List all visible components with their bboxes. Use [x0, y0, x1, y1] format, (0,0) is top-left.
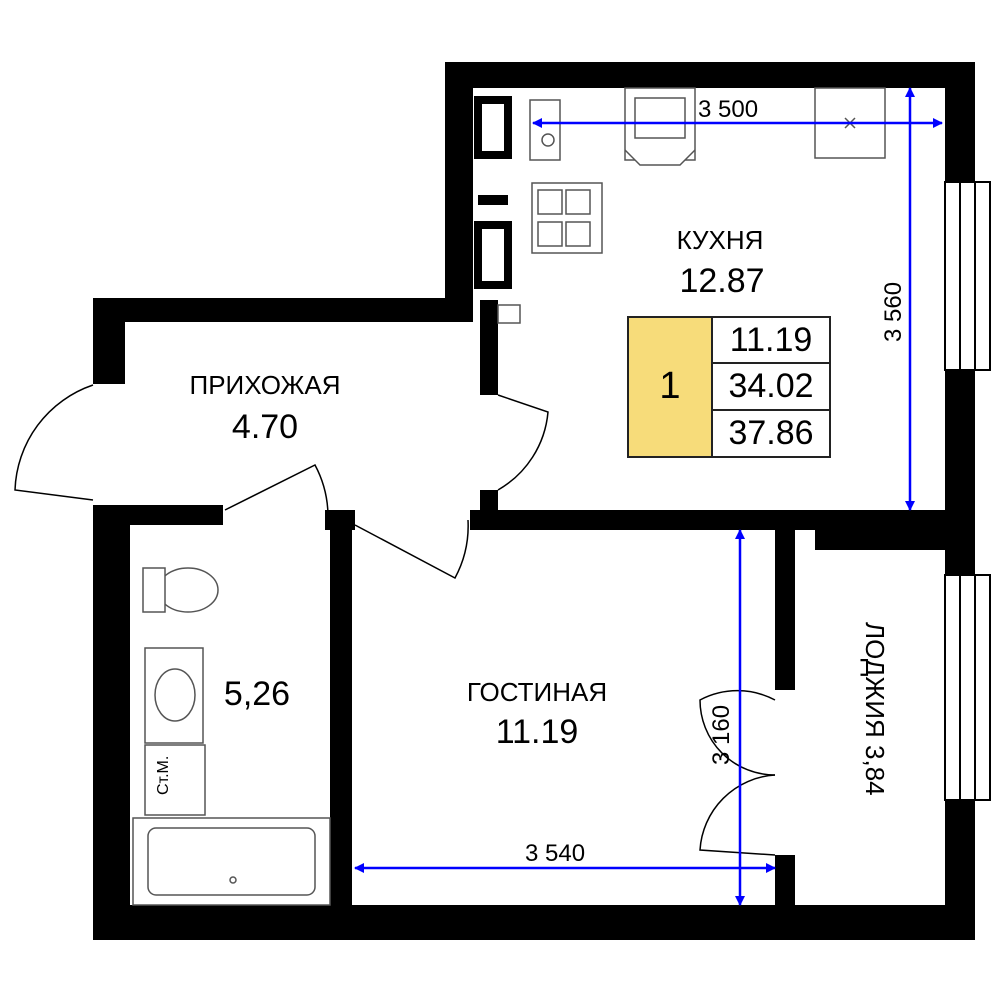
living-name: ГОСТИНАЯ: [466, 677, 608, 707]
windows: [944, 181, 991, 801]
doors: [14, 384, 776, 856]
living-area-value: 11.19: [729, 321, 813, 359]
living-area: 11.19: [495, 713, 579, 751]
bathroom-area: 5,26: [223, 675, 291, 713]
living-width-dimension: 3 540: [525, 840, 586, 867]
kitchen-name: КУХНЯ: [676, 225, 764, 255]
washer-label: Ст.М.: [155, 755, 172, 795]
walls: [93, 62, 975, 940]
hall-name: ПРИХОЖАЯ: [189, 370, 341, 400]
area-with-loggia-value: 37.86: [728, 414, 814, 452]
dimension-lines: [354, 87, 943, 906]
summary-badge: [627, 316, 831, 458]
loggia-label: ЛОДЖИЯ 3,84: [860, 622, 890, 796]
kitchen-width-dimension: 3 500: [698, 96, 759, 123]
kitchen-length-dimension: 3 560: [880, 281, 907, 342]
living-length-dimension: 3 160: [708, 704, 735, 765]
hall-area: 4.70: [231, 408, 299, 446]
total-area-value: 34.02: [728, 367, 814, 405]
kitchen-area: 12.87: [679, 262, 765, 300]
rooms-count: 1: [659, 365, 681, 407]
fixtures: [132, 87, 886, 906]
